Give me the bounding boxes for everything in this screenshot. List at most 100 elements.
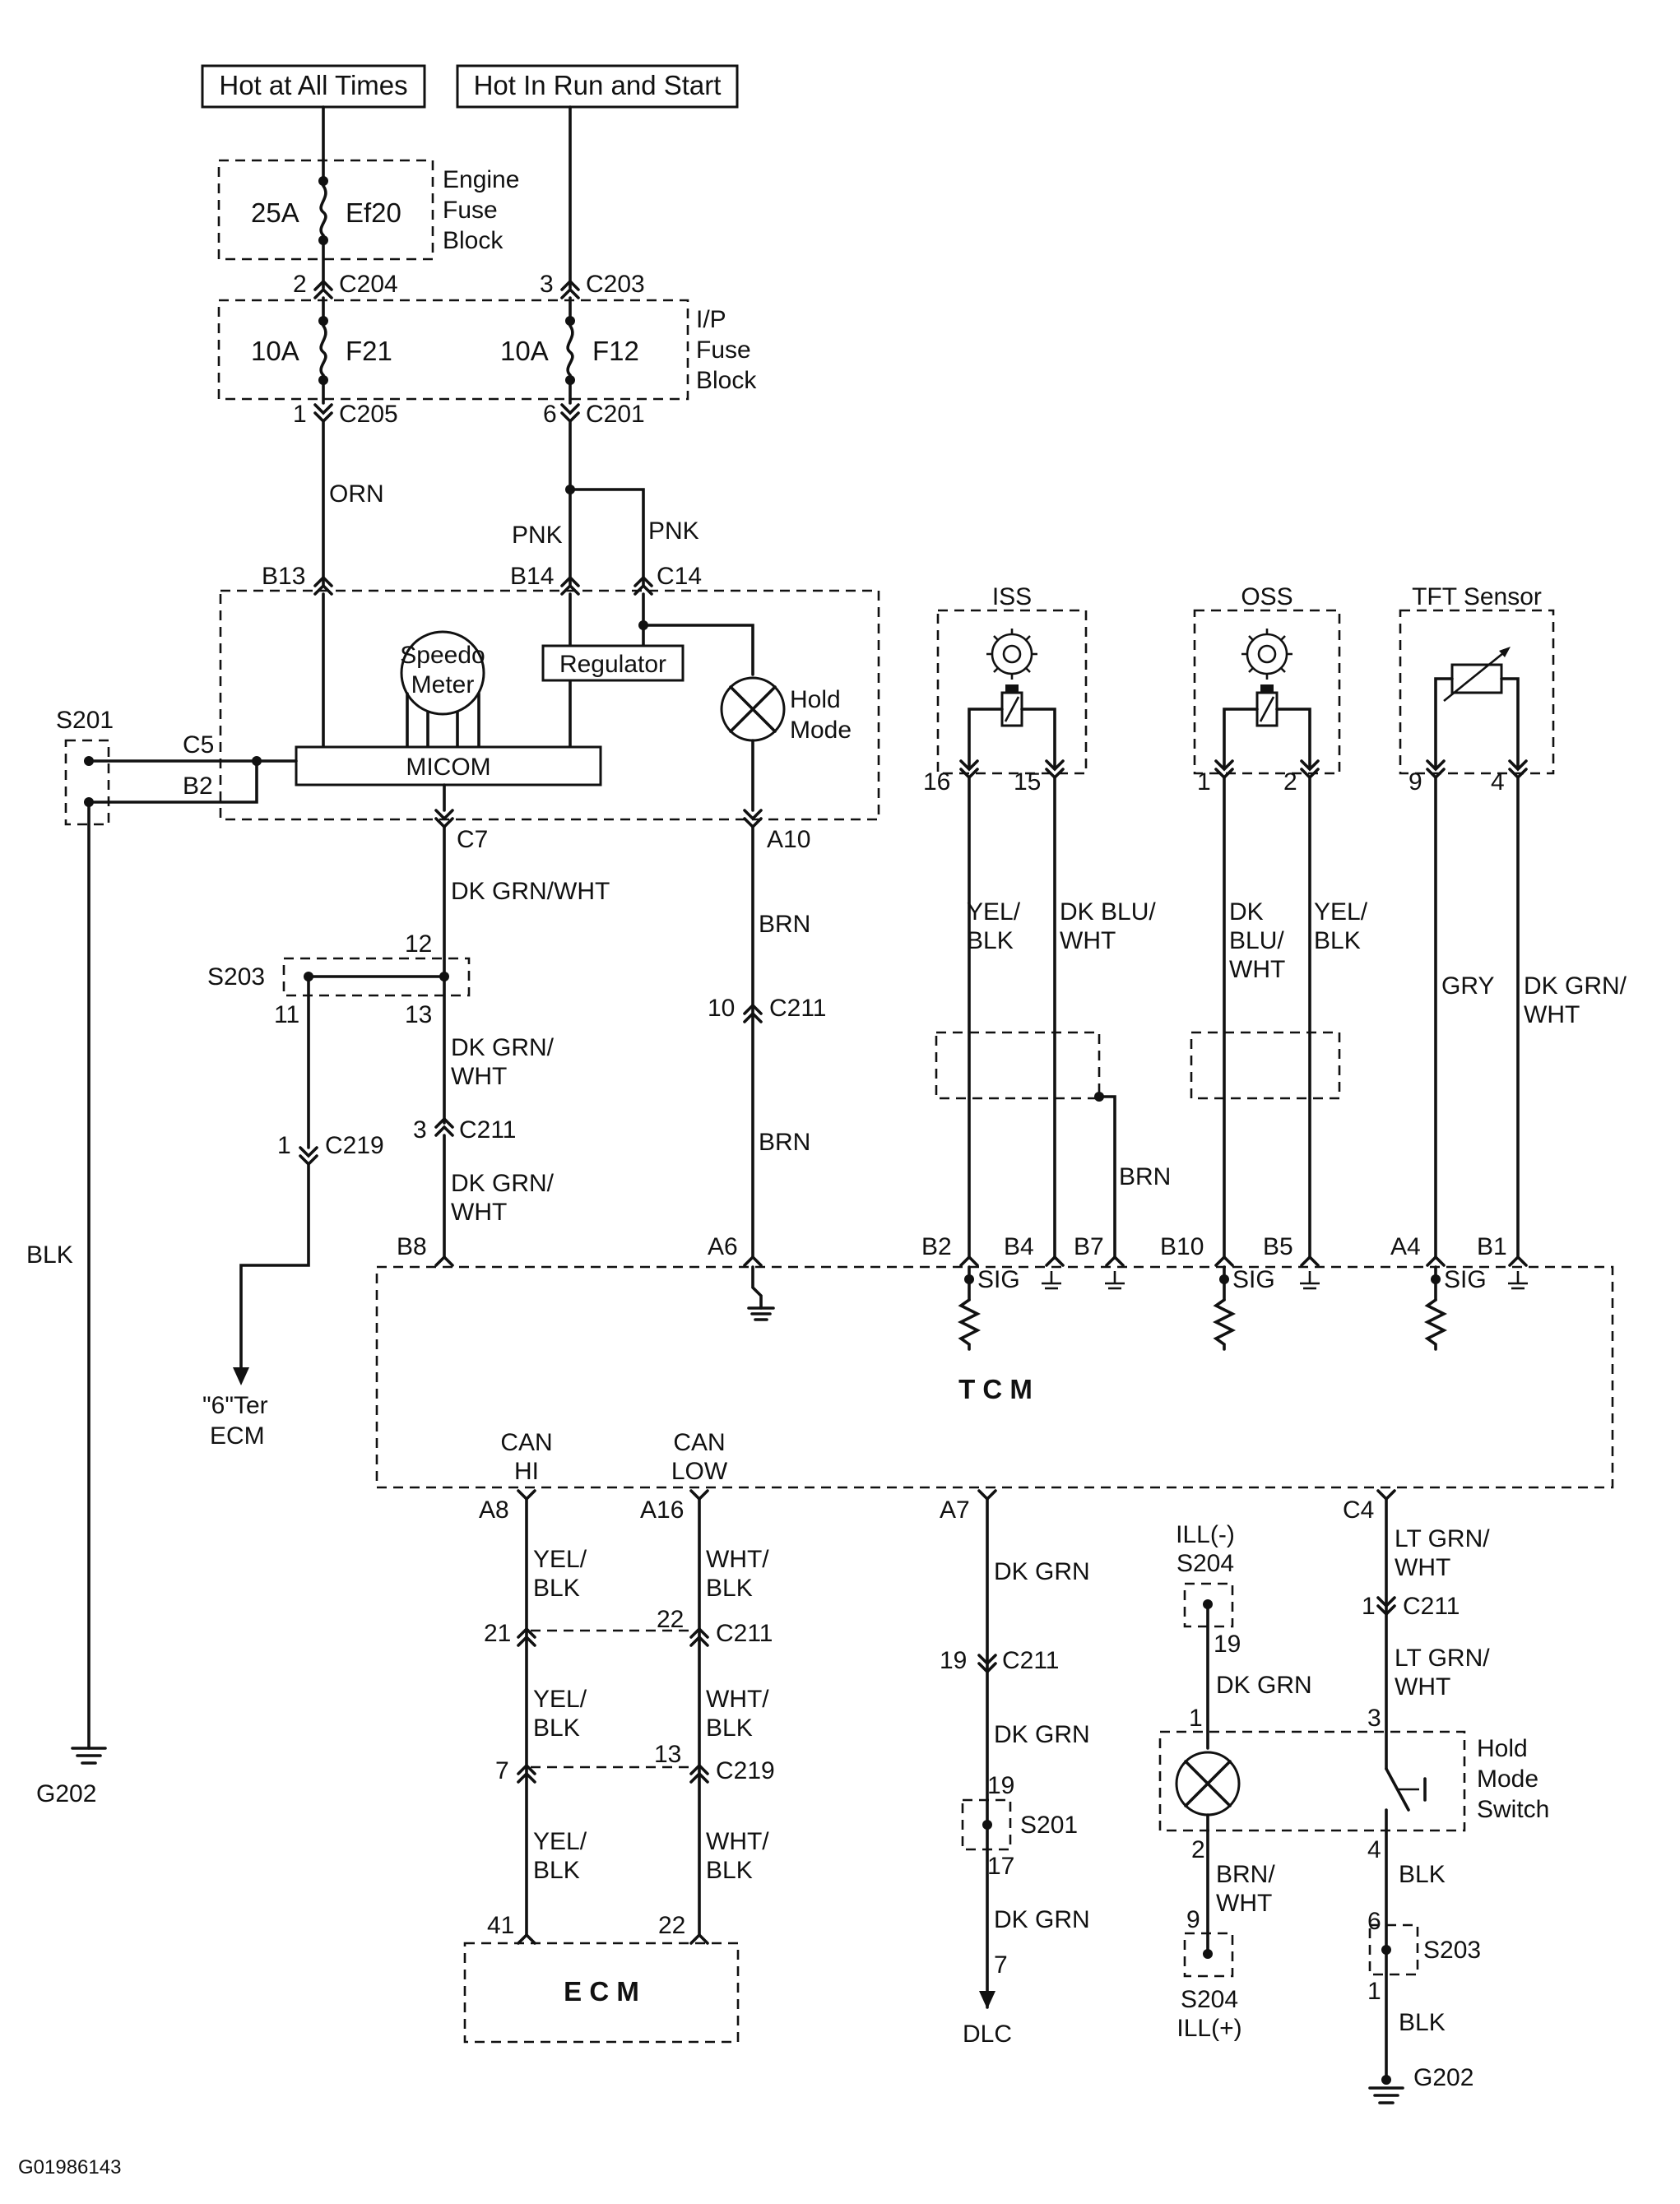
pin-c5: C5 bbox=[183, 731, 214, 759]
tft-sensor-label: TFT Sensor bbox=[1412, 583, 1542, 610]
pin-c4: C4 bbox=[1343, 1496, 1374, 1524]
connector-c203: C203 bbox=[586, 271, 645, 298]
micom-label: MICOM bbox=[406, 754, 490, 781]
arrow-to-dlc-icon bbox=[979, 1991, 995, 2009]
connector-c201: C201 bbox=[586, 401, 645, 428]
speedometer bbox=[400, 630, 485, 750]
connector-tft-9-icon bbox=[1426, 759, 1446, 772]
ecm-label: E C M bbox=[564, 1976, 639, 2007]
wire-label-brn-1: BRN bbox=[759, 911, 810, 938]
pin-19-s204: 19 bbox=[1214, 1631, 1241, 1658]
connector-c201-icon bbox=[560, 403, 580, 424]
connector-c211-d-icon bbox=[977, 1654, 997, 1674]
hold-mode-switch-assembly bbox=[1158, 1730, 1466, 1832]
engine-fuse-block-label-3: Block bbox=[443, 227, 504, 254]
iss-sensor bbox=[936, 609, 1088, 775]
hold-mode-switch-label-2: Mode bbox=[1477, 1766, 1538, 1793]
iss-pickup-coil-icon bbox=[968, 684, 1056, 768]
wire-label-brn-iss: BRN bbox=[1119, 1163, 1171, 1190]
can-hi-label-1: CAN bbox=[500, 1429, 552, 1456]
pin-19-c211: 19 bbox=[940, 1647, 967, 1674]
hot-in-run-start-box bbox=[456, 64, 739, 109]
tcm-ground-a6-icon bbox=[747, 1265, 775, 1321]
ground-g202-right-icon bbox=[1368, 2086, 1404, 2104]
ip-fuse-block bbox=[217, 299, 689, 401]
wire-label-blk-left: BLK bbox=[26, 1241, 73, 1269]
hold-mode-switch-icon bbox=[1385, 1767, 1427, 1832]
connector-c7-icon bbox=[434, 809, 454, 829]
hold-mode-switch-label-3: Switch bbox=[1477, 1796, 1549, 1823]
pin-13-c219: 13 bbox=[654, 1741, 681, 1768]
pin-19-s201: 19 bbox=[987, 1772, 1014, 1799]
wire-label-canhi-2a: YEL/ bbox=[533, 1686, 587, 1713]
wire-label-orn: ORN bbox=[329, 480, 384, 508]
wire-iss-shield-brn bbox=[1098, 1095, 1116, 1259]
connector-c219-a-icon bbox=[299, 1146, 318, 1167]
wire-label-canlow-3a: WHT/ bbox=[706, 1828, 769, 1855]
wire-label-dkgrnwht-3a: DK GRN/ bbox=[451, 1170, 555, 1197]
pin-a4: A4 bbox=[1390, 1233, 1421, 1260]
ecm-terminal-label-1: "6"Ter bbox=[202, 1392, 268, 1419]
connector-c205-icon bbox=[313, 403, 333, 424]
indicator-lamp-icon bbox=[1175, 1751, 1241, 1817]
tcm-module bbox=[375, 1265, 1614, 1489]
pin-1-oss: 1 bbox=[1197, 768, 1211, 796]
hot-at-all-times-label: Hot at All Times bbox=[219, 70, 407, 100]
pin-6: 6 bbox=[543, 401, 557, 428]
iss-gear-icon bbox=[986, 629, 1037, 680]
pin-c7: C7 bbox=[457, 826, 488, 853]
connector-c211-d: C211 bbox=[1002, 1647, 1060, 1674]
pin-2-oss: 2 bbox=[1283, 768, 1297, 796]
wire-pnk-c14 bbox=[569, 488, 645, 587]
ecm-module bbox=[463, 1942, 740, 2044]
wire-label-dkgrnwht-2b: WHT bbox=[451, 1063, 507, 1090]
fuse-rating-10a-f21: 10A bbox=[251, 336, 299, 366]
wire-label-brnwht-a: BRN/ bbox=[1216, 1861, 1275, 1888]
wire-label-tft-dkgrnwht-a: DK GRN/ bbox=[1524, 972, 1627, 1000]
hold-mode-lamp-label-2: Mode bbox=[790, 717, 852, 744]
can-hi-label-2: HI bbox=[514, 1458, 539, 1485]
wire-label-blk-2: BLK bbox=[1399, 2009, 1446, 2036]
iss-label: ISS bbox=[992, 583, 1032, 610]
pin-a16: A16 bbox=[640, 1496, 684, 1524]
connector-tft-4-icon bbox=[1508, 759, 1528, 772]
splice-s203-b-label: S203 bbox=[1423, 1937, 1481, 1964]
splice-s201-a-label: S201 bbox=[56, 707, 114, 734]
regulator-label: Regulator bbox=[559, 651, 666, 678]
oss-sensor bbox=[1193, 609, 1341, 775]
pin-3-switch: 3 bbox=[1367, 1705, 1381, 1732]
wire-label-dkgrnwht-1: DK GRN/WHT bbox=[451, 878, 610, 905]
splice-s204-b-label: S204 bbox=[1181, 1986, 1238, 2013]
pin-9-tft: 9 bbox=[1409, 768, 1422, 796]
wire-label-pnk-2: PNK bbox=[648, 517, 699, 545]
pin-10-c211: 10 bbox=[708, 995, 735, 1022]
connector-c211-e-icon bbox=[1376, 1596, 1396, 1617]
pin-1-lamp: 1 bbox=[1189, 1705, 1203, 1732]
wire-label-ltgrnwht-1a: LT GRN/ bbox=[1395, 1525, 1490, 1552]
pin-22-c211: 22 bbox=[657, 1606, 684, 1633]
pin-b13: B13 bbox=[262, 563, 305, 590]
ground-g202-right: G202 bbox=[1413, 2064, 1473, 2091]
connector-c211-c-icon bbox=[517, 1626, 709, 1647]
arrow-to-ecm-icon bbox=[233, 1367, 249, 1385]
ill-minus-label: ILL(-) bbox=[1176, 1521, 1235, 1548]
hot-in-run-start-label: Hot In Run and Start bbox=[474, 70, 722, 100]
splice-s204-b bbox=[1183, 1932, 1234, 1978]
figure-id: G01986143 bbox=[18, 2156, 121, 2178]
pin-a10: A10 bbox=[767, 826, 810, 853]
pin-b5: B5 bbox=[1263, 1233, 1293, 1260]
splice-s201-a bbox=[64, 739, 110, 826]
fuse-id-ef20: Ef20 bbox=[346, 197, 401, 228]
connector-c211-e: C211 bbox=[1403, 1593, 1460, 1620]
fuse-f12-icon bbox=[564, 316, 577, 385]
connector-c205: C205 bbox=[339, 401, 398, 428]
wire-to-ecm-6 bbox=[239, 1162, 310, 1371]
fuse-rating-10a-f12: 10A bbox=[500, 336, 549, 366]
wire-label-canhi-2b: BLK bbox=[533, 1714, 580, 1742]
pin-b10: B10 bbox=[1160, 1233, 1204, 1260]
ill-plus-label: ILL(+) bbox=[1176, 2015, 1241, 2042]
pin-c14: C14 bbox=[657, 563, 702, 590]
pin-2-lamp: 2 bbox=[1191, 1836, 1205, 1863]
iss-shield bbox=[935, 1031, 1101, 1100]
can-low-label-2: LOW bbox=[671, 1458, 728, 1485]
